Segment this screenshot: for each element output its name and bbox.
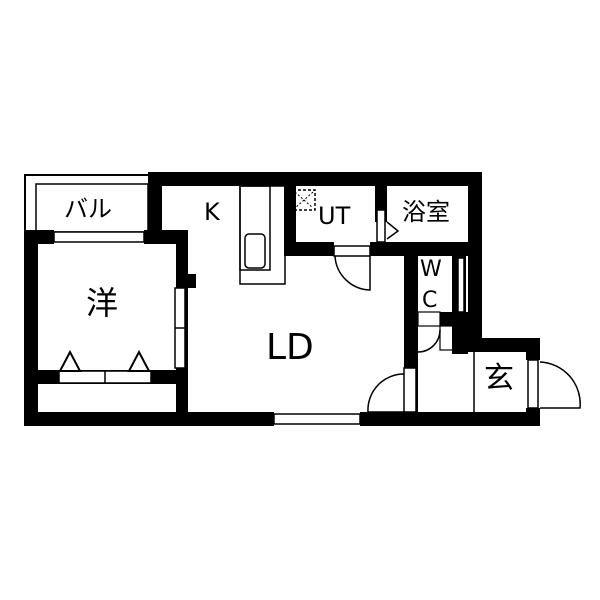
utility-walls bbox=[284, 172, 482, 291]
kitchen-counter bbox=[239, 185, 286, 285]
toilet-label-w: W bbox=[420, 257, 442, 282]
western-window-top bbox=[53, 231, 145, 243]
ld-door bbox=[367, 367, 417, 413]
bathroom-label: 浴室 bbox=[402, 198, 450, 226]
balcony-label: バル bbox=[64, 195, 112, 223]
utility-label: UT bbox=[318, 202, 351, 230]
western-room-label: 洋 bbox=[86, 284, 119, 322]
kitchen-label: K bbox=[204, 198, 220, 226]
entrance-label: 玄 bbox=[484, 361, 514, 396]
toilet-label-c: C bbox=[422, 288, 438, 313]
western-room-walls bbox=[24, 230, 196, 426]
front-door bbox=[527, 359, 581, 409]
living-dining-label: LD bbox=[266, 327, 314, 368]
ld-window bbox=[273, 413, 361, 425]
